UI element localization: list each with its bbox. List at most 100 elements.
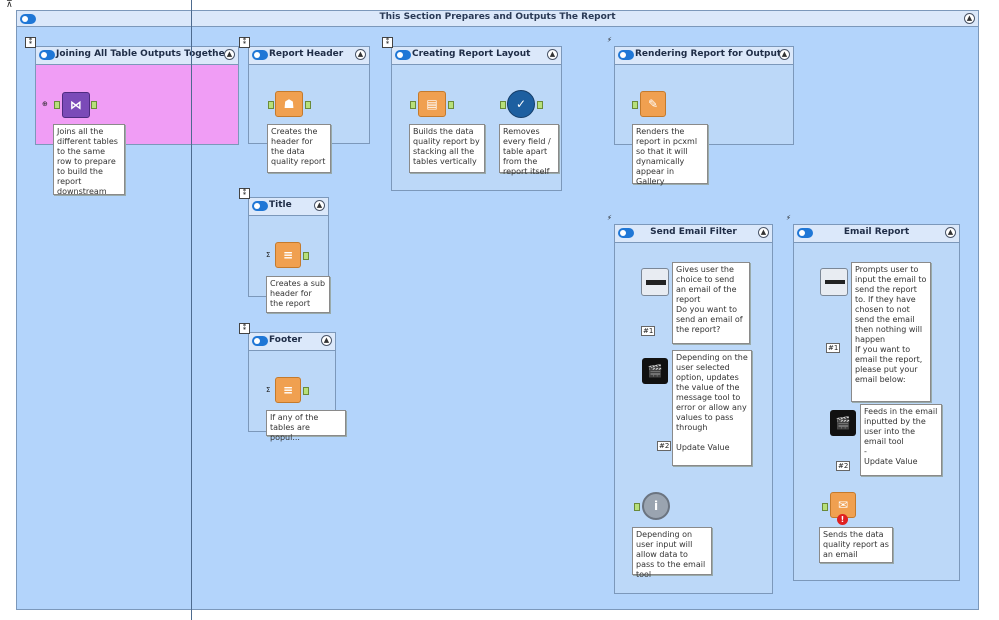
container-header: Rendering Report for Output ▲ — [615, 47, 793, 65]
annotation-textbox: Prompts user to input the email to send … — [851, 262, 931, 402]
report-text-icon[interactable]: ≡ — [275, 377, 301, 403]
lock-pin-icon[interactable]: ⁑ — [239, 323, 250, 334]
collapse-icon[interactable]: ▲ — [758, 227, 769, 238]
connection-label: #2 — [836, 461, 851, 471]
input-anchor[interactable] — [632, 101, 638, 109]
container-title: Send Email Filter — [650, 227, 737, 237]
annotation-layout: Builds the data quality report by stacki… — [409, 124, 485, 173]
container-title: Joining All Table Outputs Together — [56, 49, 230, 59]
render-icon[interactable]: ✎ — [640, 91, 666, 117]
annotation-dropdown: Gives user the choice to send an email o… — [672, 262, 750, 344]
action-clapper-icon[interactable]: 🎬 — [642, 358, 668, 384]
text-glyph: ≡ — [282, 383, 294, 397]
annotation-rendering: Renders the report in pcxml so that it w… — [632, 124, 708, 186]
toggle-icon[interactable] — [20, 14, 36, 24]
container-marker-icon: ⚡ — [786, 214, 791, 222]
container-marker-icon: ⚡ — [607, 36, 612, 44]
action-clapper-icon[interactable]: 🎬 — [830, 410, 856, 436]
container-title: Creating Report Layout — [412, 49, 531, 59]
container-title: Title — [269, 200, 292, 210]
action-glyph: 🎬 — [835, 416, 851, 430]
lock-pin-icon[interactable]: ⁑ — [239, 37, 250, 48]
collapse-icon[interactable]: ▲ — [547, 49, 558, 60]
email-glyph: ✉ — [837, 498, 849, 512]
annotation-select: Removes every field / table apart from t… — [499, 124, 559, 176]
error-icon[interactable]: ! — [837, 514, 848, 525]
annotation-action-email: Feeds in the email inputted by the user … — [860, 404, 942, 476]
output-anchor[interactable] — [303, 387, 309, 395]
report-text-icon[interactable]: ≡ — [275, 242, 301, 268]
container-header: Email Report ▲ — [794, 225, 959, 243]
input-anchor[interactable] — [500, 101, 506, 109]
render-glyph: ✎ — [647, 97, 659, 111]
annotation-report-header: Creates the header for the data quality … — [267, 124, 331, 173]
container-title: Report Header — [269, 49, 344, 59]
input-anchor[interactable] — [410, 101, 416, 109]
dropdown-bar — [646, 280, 666, 285]
message-info-icon[interactable]: i — [642, 492, 670, 520]
join-multiple-icon[interactable]: ⋈ — [62, 92, 90, 118]
lock-pin-icon[interactable]: ⁑ — [239, 188, 250, 199]
join-glyph: ⋈ — [70, 98, 82, 112]
output-anchor[interactable] — [537, 101, 543, 109]
layout-icon[interactable]: ▤ — [418, 91, 446, 117]
annotation-joining: Joins all the different tables to the sa… — [53, 124, 125, 196]
header-glyph: ☗ — [283, 97, 295, 111]
toggle-icon[interactable] — [252, 336, 268, 346]
output-anchor[interactable] — [303, 252, 309, 260]
collapse-icon[interactable]: ▲ — [224, 49, 235, 60]
connection-label: #2 — [657, 441, 672, 451]
annotation-title: Creates a sub header for the report — [266, 276, 330, 313]
info-glyph: i — [653, 499, 659, 513]
outer-section-header: This Section Prepares and Outputs The Re… — [17, 11, 978, 27]
report-header-icon[interactable]: ☗ — [275, 91, 303, 117]
collapse-icon[interactable]: ▲ — [321, 335, 332, 346]
container-title: Rendering Report for Output — [635, 49, 782, 59]
lock-pin-icon[interactable]: ⁑ — [382, 37, 393, 48]
container-header: Send Email Filter ▲ — [615, 225, 772, 243]
connection-label: #1 — [826, 343, 841, 353]
annotation-email: Sends the data quality report as an emai… — [819, 527, 893, 563]
toggle-icon[interactable] — [618, 228, 634, 238]
container-title: Email Report — [843, 227, 910, 237]
collapse-all-marker[interactable]: ⊼ — [6, 0, 13, 10]
output-anchor[interactable] — [91, 101, 97, 109]
toggle-icon[interactable] — [618, 50, 634, 60]
container-marker-icon: ⚡ — [607, 214, 612, 222]
collapse-icon[interactable]: ▲ — [964, 13, 975, 24]
input-anchor[interactable] — [634, 503, 640, 511]
container-title: Footer — [269, 335, 302, 345]
input-marker-icon: ⊕ — [42, 100, 48, 108]
output-anchor[interactable] — [448, 101, 454, 109]
outer-section-title: This Section Prepares and Outputs The Re… — [379, 12, 616, 22]
container-header: Report Header ▲ — [249, 47, 369, 65]
input-anchor[interactable] — [54, 101, 60, 109]
collapse-icon[interactable]: ▲ — [779, 49, 790, 60]
toggle-icon[interactable] — [252, 50, 268, 60]
toggle-icon[interactable] — [252, 201, 268, 211]
select-icon[interactable]: ✓ — [507, 90, 535, 118]
toggle-icon[interactable] — [395, 50, 411, 60]
connection-label: #1 — [641, 326, 656, 336]
collapse-icon[interactable]: ▲ — [314, 200, 325, 211]
collapse-icon[interactable]: ▲ — [355, 49, 366, 60]
textbox-bar — [825, 280, 845, 284]
output-anchor[interactable] — [305, 101, 311, 109]
lock-pin-icon[interactable]: ⁑ — [25, 37, 36, 48]
vertical-guideline — [191, 0, 192, 620]
container-header: Footer ▲ — [249, 333, 335, 351]
container-header: Title ▲ — [249, 198, 328, 216]
container-header: Creating Report Layout ▲ — [392, 47, 561, 65]
dropdown-interface-icon[interactable] — [641, 268, 669, 296]
toggle-icon[interactable] — [797, 228, 813, 238]
annotation-message: Depending on user input will allow data … — [632, 527, 712, 579]
action-glyph: 🎬 — [647, 364, 663, 378]
toggle-icon[interactable] — [39, 50, 55, 60]
sigma-icon: Σ — [266, 386, 271, 394]
annotation-footer: If any of the tables are popul... — [266, 410, 346, 442]
textbox-interface-icon[interactable] — [820, 268, 848, 296]
input-anchor[interactable] — [268, 101, 274, 109]
collapse-icon[interactable]: ▲ — [945, 227, 956, 238]
sigma-icon: Σ — [266, 251, 271, 259]
input-anchor[interactable] — [822, 503, 828, 511]
